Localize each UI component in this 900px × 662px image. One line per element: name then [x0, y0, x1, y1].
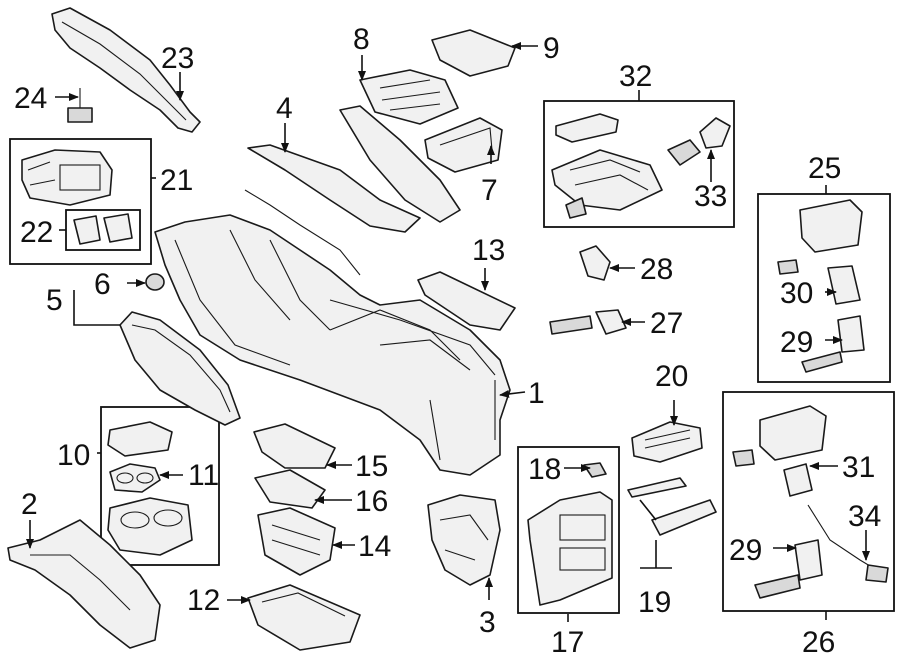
callout-13: 13	[472, 234, 505, 267]
callout-27: 27	[650, 307, 683, 340]
part-trim-strip	[339, 105, 461, 223]
part-26-usb-hub	[732, 405, 827, 467]
callout-19: 19	[638, 586, 671, 619]
part-27-socket-harness	[549, 309, 627, 335]
group-box-26	[722, 391, 895, 612]
part-13-mat	[417, 271, 516, 331]
part-20-vent	[631, 421, 703, 463]
callout-10: 10	[57, 439, 90, 472]
part-9-pad	[431, 29, 516, 77]
part-4-side-trim	[247, 144, 421, 233]
callout-22: 22	[20, 216, 53, 249]
part-2-bracket	[7, 519, 161, 649]
part-30-usb-port	[827, 265, 861, 305]
part-28-socket	[579, 245, 611, 281]
callout-1: 1	[528, 377, 545, 410]
part-5-side-panel	[119, 311, 241, 426]
callout-5: 5	[46, 284, 63, 317]
callout-33: 33	[694, 180, 727, 213]
part-17-rear-panel	[527, 491, 613, 606]
callout-32: 32	[619, 60, 652, 93]
callout-9: 9	[543, 32, 560, 65]
part-22-switch-pair	[65, 209, 141, 251]
callout-30: 30	[780, 277, 813, 310]
part-18-clip	[583, 462, 607, 478]
callout-11: 11	[188, 459, 219, 492]
part-31-usb-port	[783, 463, 813, 497]
part-24-stud	[67, 88, 93, 123]
leader-lines	[26, 42, 870, 622]
part-7-tray	[424, 117, 503, 173]
callout-25: 25	[808, 152, 841, 185]
part-15-plate	[253, 423, 336, 469]
callout-21: 21	[160, 164, 193, 197]
callout-4: 4	[276, 92, 293, 125]
callout-28: 28	[640, 253, 673, 286]
callout-12: 12	[187, 584, 220, 617]
part-34-harness	[807, 504, 889, 583]
callout-16: 16	[355, 485, 388, 518]
part-32-assembly	[551, 113, 663, 219]
callout-26: 26	[802, 626, 835, 659]
callout-24: 24	[14, 82, 47, 115]
part-1-console	[154, 189, 511, 476]
group-box-17	[517, 446, 620, 614]
part-6-knob	[145, 273, 165, 291]
callout-3: 3	[479, 606, 496, 639]
callout-20: 20	[655, 360, 688, 393]
part-8-bezel	[359, 69, 459, 125]
callout-23: 23	[161, 42, 194, 75]
callout-labels: 1 2 3 4 5 6 7 8 9 10 11 12 13 14 15 16 1…	[14, 23, 881, 659]
part-12-tray	[247, 584, 361, 651]
callout-29-upper: 29	[780, 326, 813, 359]
callout-31: 31	[842, 451, 875, 484]
callout-7: 7	[481, 174, 498, 207]
group-box-21	[9, 138, 152, 265]
callout-18: 18	[528, 453, 561, 486]
part-11-insert	[109, 463, 161, 493]
part-19-trims	[627, 477, 717, 536]
part-16-plate	[254, 469, 326, 509]
callout-14: 14	[358, 530, 391, 563]
part-33-shifter	[667, 117, 731, 166]
part-14-bin	[257, 507, 336, 576]
callout-29-lower: 29	[729, 534, 762, 567]
part-10-lid	[107, 421, 173, 457]
callout-6: 6	[94, 268, 111, 301]
part-23-rear-duct	[51, 7, 201, 133]
callout-15: 15	[355, 450, 388, 483]
part-25-usb-hub	[777, 199, 863, 275]
callout-34: 34	[848, 500, 881, 533]
part-3-bracket	[427, 494, 501, 586]
callout-17: 17	[551, 626, 584, 659]
group-box-25	[757, 193, 891, 383]
part-29-usb-cable-upper	[801, 315, 865, 373]
callout-2: 2	[21, 488, 38, 521]
part-29-usb-cable-lower	[754, 539, 823, 599]
group-box-10	[100, 406, 220, 566]
callout-8: 8	[353, 23, 370, 56]
part-21-switch-assembly	[21, 149, 113, 206]
part-cup-holder	[107, 497, 193, 556]
